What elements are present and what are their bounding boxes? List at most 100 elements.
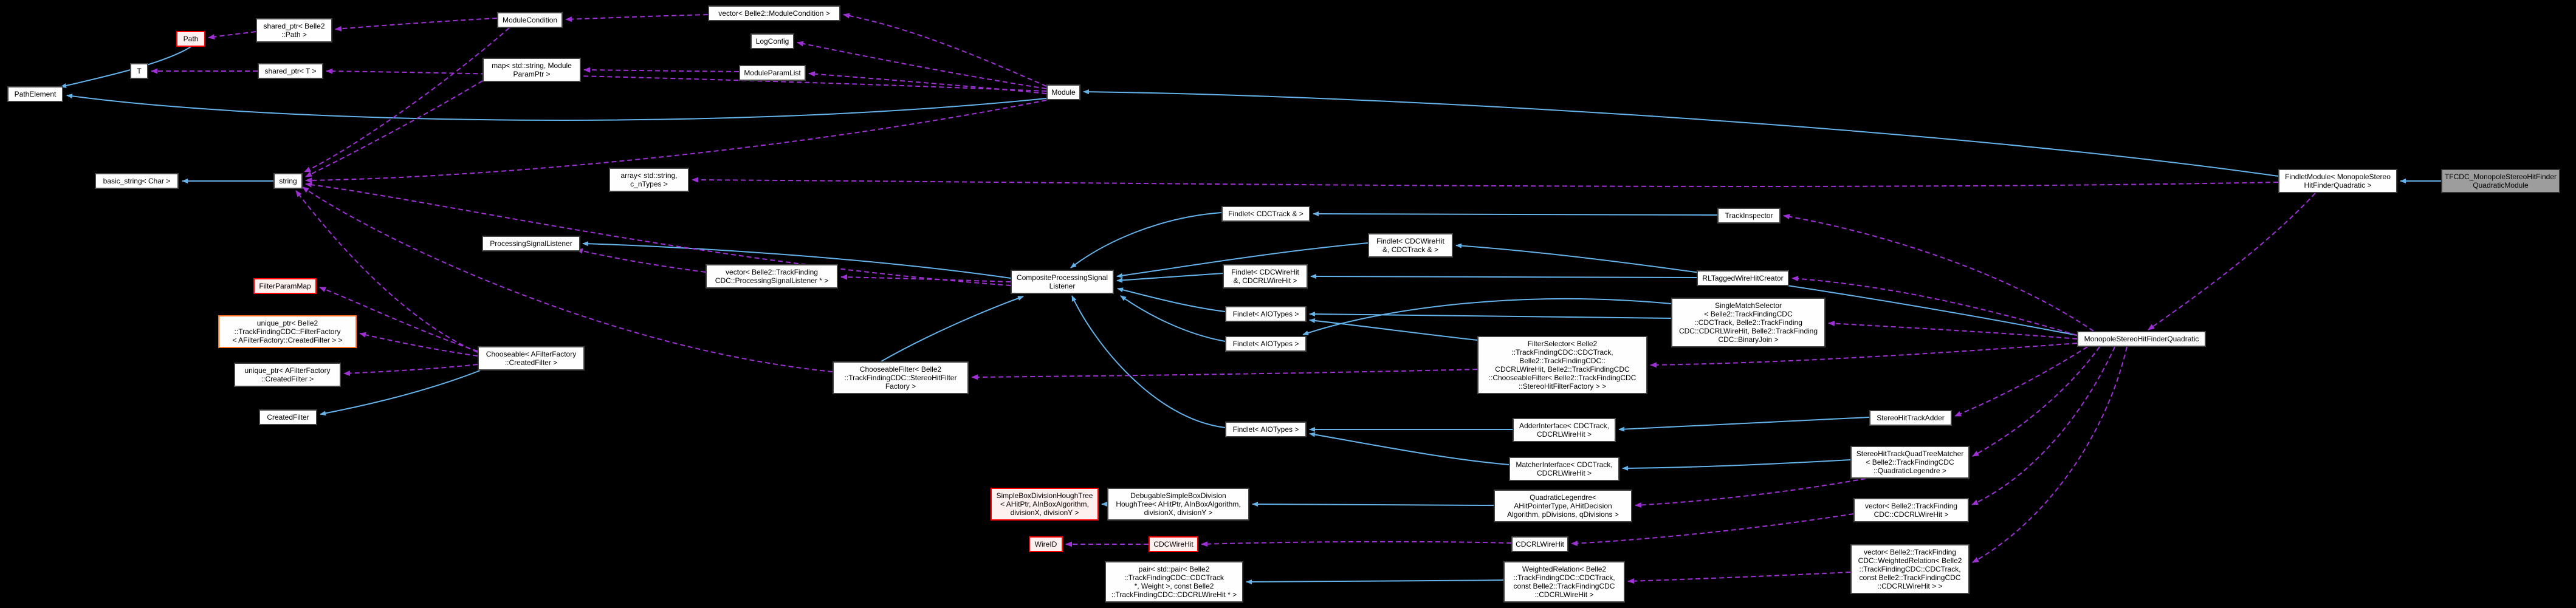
usage-edge — [326, 68, 1047, 92]
class-node-label: < AHitPtr, AInBoxAlgorithm, — [1000, 500, 1089, 508]
class-node-label: ::TrackFindingCDC::StereoHitFilter — [844, 374, 957, 382]
class-node-wire-id[interactable]: WireID — [1029, 536, 1063, 552]
class-node-unique-ptr-created-filter[interactable]: unique_ptr< AFilterFactory::CreatedFilte… — [234, 363, 341, 387]
class-node-shared-ptr-t[interactable]: shared_ptr< T > — [258, 63, 323, 79]
class-node-label: Findlet< AIOTypes > — [1232, 310, 1299, 318]
class-node-label: vector< Belle2::TrackFinding — [726, 268, 818, 276]
class-node-chooseable-filter[interactable]: ChooseableFilter< Belle2::TrackFindingCD… — [833, 361, 969, 394]
class-node-pair-track-weight-rlwirehit[interactable]: pair< std::pair< Belle2::TrackFindingCDC… — [1105, 561, 1243, 603]
class-node-label: CDC::WeightedRelation< Belle2 — [1858, 556, 1962, 565]
usage-edge — [692, 177, 2279, 187]
usage-edge — [576, 248, 706, 273]
inheritance-edge — [60, 46, 191, 88]
usage-edge — [335, 18, 498, 32]
class-node-label: CDCRLWireHit — [1516, 540, 1564, 548]
class-node-label: CDC::BinaryJoin > — [1718, 335, 1779, 344]
class-node-label: ::TrackFindingCDC::CDCTrack, — [1511, 348, 1613, 357]
class-node-findlet-cdctrack[interactable]: Findlet< CDCTrack & > — [1221, 206, 1310, 222]
class-node-single-match-selector[interactable]: SingleMatchSelector< Belle2::TrackFindin… — [1671, 298, 1826, 347]
class-node-label: QuadraticLegendre< — [1530, 493, 1596, 502]
class-node-label: CDC::ProcessingSignalListener * > — [715, 276, 829, 285]
class-node-label: MonopoleStereoHitFinderQuadratic — [2084, 335, 2199, 343]
class-node-label: ProcessingSignalListener — [490, 239, 572, 248]
class-node-matcher-interface[interactable]: MatcherInterface< CDCTrack,CDCRLWireHit … — [1509, 457, 1619, 481]
class-node-label: ::CreatedFilter > — [261, 375, 314, 383]
class-node-label: divisionX, divisionY > — [1144, 508, 1213, 517]
class-node-cdcwirehit[interactable]: CDCWireHit — [1149, 536, 1198, 552]
class-node-t[interactable]: T — [130, 63, 148, 79]
class-node-findlet-aiotypes-2[interactable]: Findlet< AIOTypes > — [1225, 336, 1307, 352]
class-node-path-element[interactable]: PathElement — [7, 86, 63, 102]
usage-edge — [840, 274, 1011, 282]
usage-edge — [302, 186, 833, 372]
class-node-unique-ptr-filter-factory[interactable]: unique_ptr< Belle2::TrackFindingCDC::Fil… — [218, 315, 357, 348]
class-node-basic-string[interactable]: basic_string< Char > — [95, 173, 179, 189]
inheritance-edge — [66, 94, 1047, 121]
class-node-label: ::TrackFindingCDC::CDCRLWireHit * > — [1111, 590, 1237, 599]
class-node-label: ::TrackFindingCDC::CDCTrack, — [1513, 573, 1615, 582]
class-node-label: HoughTree< AHitPtr, AInBoxAlgorithm, — [1116, 500, 1241, 508]
usage-edge — [1791, 276, 2078, 336]
class-node-label: vector< Belle2::ModuleCondition > — [718, 9, 830, 18]
class-node-label: map< std::string, Module — [492, 61, 572, 70]
class-node-label: Findlet< AIOTypes > — [1232, 425, 1299, 434]
class-node-shared-ptr-path[interactable]: shared_ptr< Belle2::Path > — [256, 18, 332, 43]
class-node-module-param-list[interactable]: ModuleParamList — [739, 65, 806, 81]
class-node-label: ParamPtr > — [513, 70, 551, 78]
class-node-label: string — [279, 177, 297, 185]
class-node-simple-box-division-hough-tree[interactable]: SimpleBoxDivisionHoughTree< AHitPtr, AIn… — [991, 488, 1099, 521]
class-node-path[interactable]: Path — [176, 31, 205, 47]
class-node-vector-module-condition[interactable]: vector< Belle2::ModuleCondition > — [708, 5, 840, 21]
class-node-findlet-aiotypes-1[interactable]: Findlet< AIOTypes > — [1225, 306, 1307, 322]
class-node-created-filter[interactable]: CreatedFilter — [259, 409, 317, 425]
inheritance-edge — [1071, 295, 1226, 428]
class-node-choosable[interactable]: Chooseable< AFilterFactory::CreatedFilte… — [478, 346, 585, 371]
class-node-rl-tagged-wirehit-creator[interactable]: RLTaggedWireHitCreator — [1697, 270, 1789, 286]
class-node-monopole-stereo-hit-finder-quadratic[interactable]: MonopoleStereoHitFinderQuadratic — [2077, 331, 2206, 347]
class-node-module-condition[interactable]: ModuleCondition — [497, 12, 563, 28]
class-node-label: ::CDCRLWireHit > > — [1877, 582, 1943, 590]
class-node-stereo-hit-track-quadtree-matcher[interactable]: StereoHitTrackQuadTreeMatcher< Belle2::T… — [1850, 446, 1970, 479]
class-node-stereo-hit-track-adder[interactable]: StereoHitTrackAdder — [1869, 410, 1952, 426]
class-node-label: Findlet< CDCTrack & > — [1228, 210, 1303, 218]
inheritance-edge — [1309, 432, 1510, 465]
class-node-label: Chooseable< AFilterFactory — [486, 350, 577, 358]
class-node-weighted-relation[interactable]: WeightedRelation< Belle2::TrackFindingCD… — [1503, 561, 1625, 603]
class-node-module[interactable]: Module — [1046, 84, 1080, 100]
usage-edge — [305, 100, 1047, 183]
inheritance-edge — [582, 241, 1011, 279]
class-node-findlet-cdcwirehit-cdctrack[interactable]: Findlet< CDCWireHit&, CDCTrack & > — [1368, 233, 1453, 258]
class-node-label: Factory > — [885, 382, 916, 391]
usage-edge — [295, 190, 478, 353]
class-node-string[interactable]: string — [273, 173, 303, 189]
class-node-track-inspector[interactable]: TrackInspector — [1717, 208, 1781, 224]
class-node-label: CDCRLWireHit, Belle2::TrackFindingCDC — [1495, 365, 1630, 374]
class-node-quadratic-legendre[interactable]: QuadraticLegendre<AHitPointerType, AHitD… — [1494, 490, 1632, 522]
class-node-findlet-aiotypes-3[interactable]: Findlet< AIOTypes > — [1225, 422, 1307, 437]
class-node-label: Path — [183, 35, 199, 43]
class-node-adder-interface[interactable]: AdderInterface< CDCTrack,CDCRLWireHit > — [1513, 418, 1616, 442]
class-node-processing-signal-listener[interactable]: ProcessingSignalListener — [482, 236, 580, 251]
class-node-filter-param-map[interactable]: FilterParamMap — [253, 278, 317, 294]
class-node-label: divisionX, divisionY > — [1010, 508, 1079, 517]
class-node-findlet-cdcwirehit-cdcrlwirehit[interactable]: Findlet< CDCWireHit&, CDCRLWireHit > — [1223, 264, 1308, 289]
inheritance-edge — [1310, 274, 1697, 279]
class-node-cdcrlwirehit[interactable]: CDCRLWireHit — [1511, 536, 1568, 552]
class-node-array-string-ntypes[interactable]: array< std::string,c_nTypes > — [609, 168, 689, 192]
class-node-label: unique_ptr< Belle2 — [256, 319, 318, 327]
class-node-log-config[interactable]: LogConfig — [750, 33, 794, 49]
inheritance-edge — [1246, 579, 1504, 584]
class-node-label: WeightedRelation< Belle2 — [1522, 565, 1607, 573]
inheritance-edge — [1117, 287, 1226, 312]
class-node-label: StereoHitTrackAdder — [1877, 414, 1945, 422]
class-node-filter-selector[interactable]: FilterSelector< Belle2::TrackFindingCDC:… — [1477, 336, 1647, 394]
